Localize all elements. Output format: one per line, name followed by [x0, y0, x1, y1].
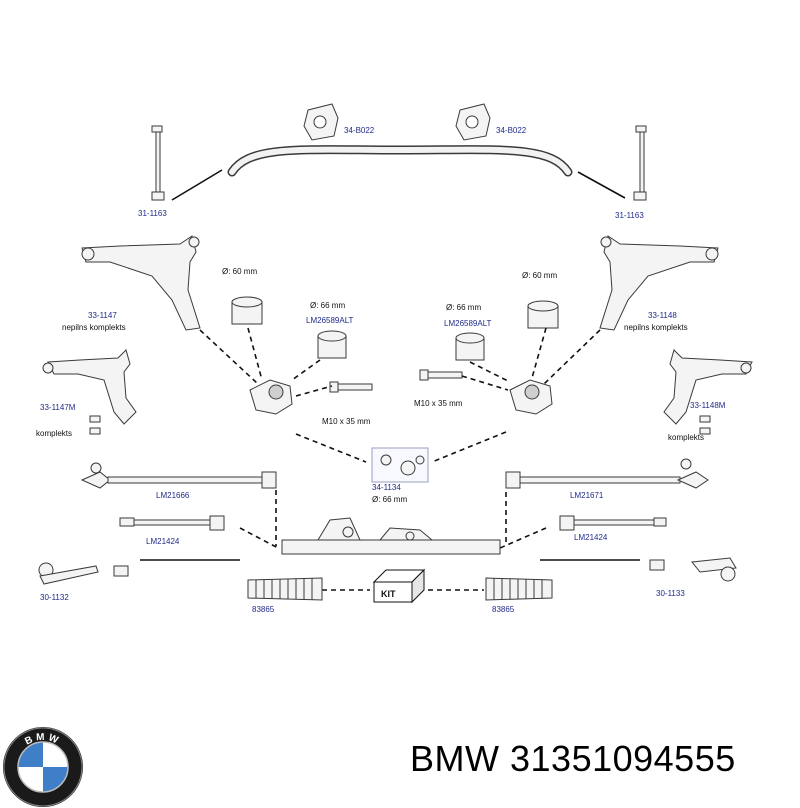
note-arm-right: nepilns komplekts: [624, 323, 688, 332]
center-kit: [371, 447, 429, 483]
logo-text: BMW: [23, 732, 62, 748]
rack-connectors: [140, 490, 640, 561]
bolt-left: [329, 381, 373, 393]
label-dia66-left: Ø: 66 mm: [310, 301, 345, 310]
label-center-kit: 34-1134: [372, 483, 401, 492]
label-bushing-right: 34-B022: [496, 126, 527, 135]
label-link-right: 31-1163: [615, 211, 644, 220]
label-dia60-left: Ø: 60 mm: [222, 267, 257, 276]
label-tie-end-right: 30-1133: [656, 589, 685, 598]
label-tie-rod-left: LM21666: [156, 491, 190, 500]
label-bolt-right: M10 x 35 mm: [414, 399, 463, 408]
label-boot-left: 83865: [252, 605, 275, 614]
bushing-66-right: [455, 332, 485, 361]
stabilizer-bushing-right: [455, 103, 491, 141]
note-arm-kit-left: komplekts: [36, 429, 72, 438]
label-link-left: 31-1163: [138, 209, 167, 218]
bushing-66-left: [317, 330, 347, 359]
label-alt-right: LM26589ALT: [444, 319, 492, 328]
note-arm-left: nepilns komplekts: [62, 323, 126, 332]
label-tie-end-left: 30-1132: [40, 593, 69, 602]
label-arm-right: 33-1148: [648, 311, 677, 320]
tie-rod-left: [80, 462, 277, 489]
steering-rack: [281, 517, 501, 555]
bolt-right: [419, 369, 463, 381]
label-bushing-left: 34-B022: [344, 126, 375, 135]
steering-boot-right: [485, 577, 553, 601]
label-boot-right: 83865: [492, 605, 515, 614]
stabilizer-bushing-left: [303, 103, 339, 141]
dashed-leaders: [199, 327, 601, 463]
note-arm-kit-right: komplekts: [668, 433, 704, 442]
label-tie-rod-right: LM21671: [570, 491, 604, 500]
kit-label: KIT: [381, 589, 396, 599]
bushing-60-right: [527, 300, 559, 329]
label-arm-kit-left: 33-1147M: [40, 403, 76, 412]
label-center-dia: Ø: 66 mm: [372, 495, 407, 504]
control-arm-kit-left: [42, 349, 137, 435]
inner-tie-rod-left: [119, 515, 225, 531]
label-inner-left: LM21424: [146, 537, 180, 546]
bushing-bracket-right: [509, 379, 553, 415]
control-arm-left: [81, 235, 201, 331]
label-dia60-right: Ø: 60 mm: [522, 271, 557, 280]
steering-boot-left: [247, 577, 323, 601]
stabilizer-link-left: [151, 125, 165, 201]
tie-rod-end-left: [38, 562, 129, 585]
stabilizer-link-right: [633, 125, 647, 201]
label-arm-left: 33-1147: [88, 311, 117, 320]
product-title: BMW 31351094555: [410, 738, 736, 780]
bmw-logo: BMW: [3, 727, 83, 807]
tie-rod-end-right: [649, 557, 737, 582]
label-alt-left: LM26589ALT: [306, 316, 354, 325]
label-arm-kit-right: 33-1148M: [690, 401, 726, 410]
label-bolt-left: M10 x 35 mm: [322, 417, 371, 426]
part-number: 31351094555: [510, 738, 736, 779]
stabilizer-bar: [227, 145, 573, 177]
bushing-60-left: [231, 296, 263, 325]
logo-text-path: BMW: [23, 732, 59, 748]
brand-name: BMW: [410, 738, 500, 779]
bushing-bracket-left: [249, 379, 293, 415]
kit-box: [372, 568, 426, 604]
inner-tie-rod-right: [559, 515, 667, 531]
control-arm-right: [599, 235, 719, 331]
control-arm-kit-right: [663, 349, 753, 435]
label-inner-right: LM21424: [574, 533, 608, 542]
label-dia66-right: Ø: 66 mm: [446, 303, 481, 312]
tie-rod-right: [505, 458, 709, 489]
